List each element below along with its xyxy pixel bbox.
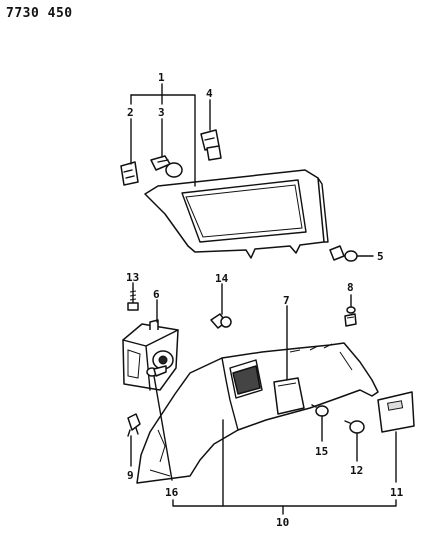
- fastener-part-8: [344, 306, 357, 327]
- quarter-window-trim: [144, 169, 329, 259]
- callout-9: 9: [127, 469, 134, 482]
- trim-plate-part-11: [377, 391, 415, 433]
- callout-7: 7: [283, 294, 290, 307]
- diagram-code: 7730 450: [6, 6, 73, 21]
- callout-labels: 1 2 3 4 5 6 7 8 9 10 11 12 13 14 15 16: [126, 71, 404, 529]
- callout-10: 10: [276, 516, 289, 529]
- fastener-part-14: [210, 313, 232, 329]
- side-trim-panel: [136, 342, 379, 484]
- push-fastener-part-12: [344, 420, 365, 434]
- callout-16: 16: [165, 486, 179, 499]
- jack-bracket-part-6: [122, 319, 179, 391]
- clip-part-9: [127, 413, 141, 437]
- callout-13: 13: [126, 271, 139, 284]
- trim-clip-part-2: [120, 161, 139, 186]
- callout-14: 14: [215, 272, 229, 285]
- callout-12: 12: [350, 464, 363, 477]
- callout-4: 4: [206, 87, 213, 100]
- callout-8: 8: [347, 281, 354, 294]
- fastener-part-3: [150, 155, 183, 178]
- access-cover-part-7: [273, 377, 305, 415]
- fastener-part-5: [329, 245, 358, 262]
- callout-3: 3: [158, 106, 165, 119]
- trim-clip-part-4: [200, 129, 222, 161]
- callout-6: 6: [153, 288, 160, 301]
- callout-5: 5: [377, 250, 384, 263]
- bolt-part-16: [146, 365, 167, 377]
- bolt-part-13: [127, 288, 139, 311]
- callout-15: 15: [315, 445, 328, 458]
- leader-lines: [130, 83, 397, 515]
- callout-11: 11: [390, 486, 404, 499]
- push-fastener-part-15: [311, 404, 329, 417]
- callout-2: 2: [127, 106, 134, 119]
- callout-1: 1: [158, 71, 165, 84]
